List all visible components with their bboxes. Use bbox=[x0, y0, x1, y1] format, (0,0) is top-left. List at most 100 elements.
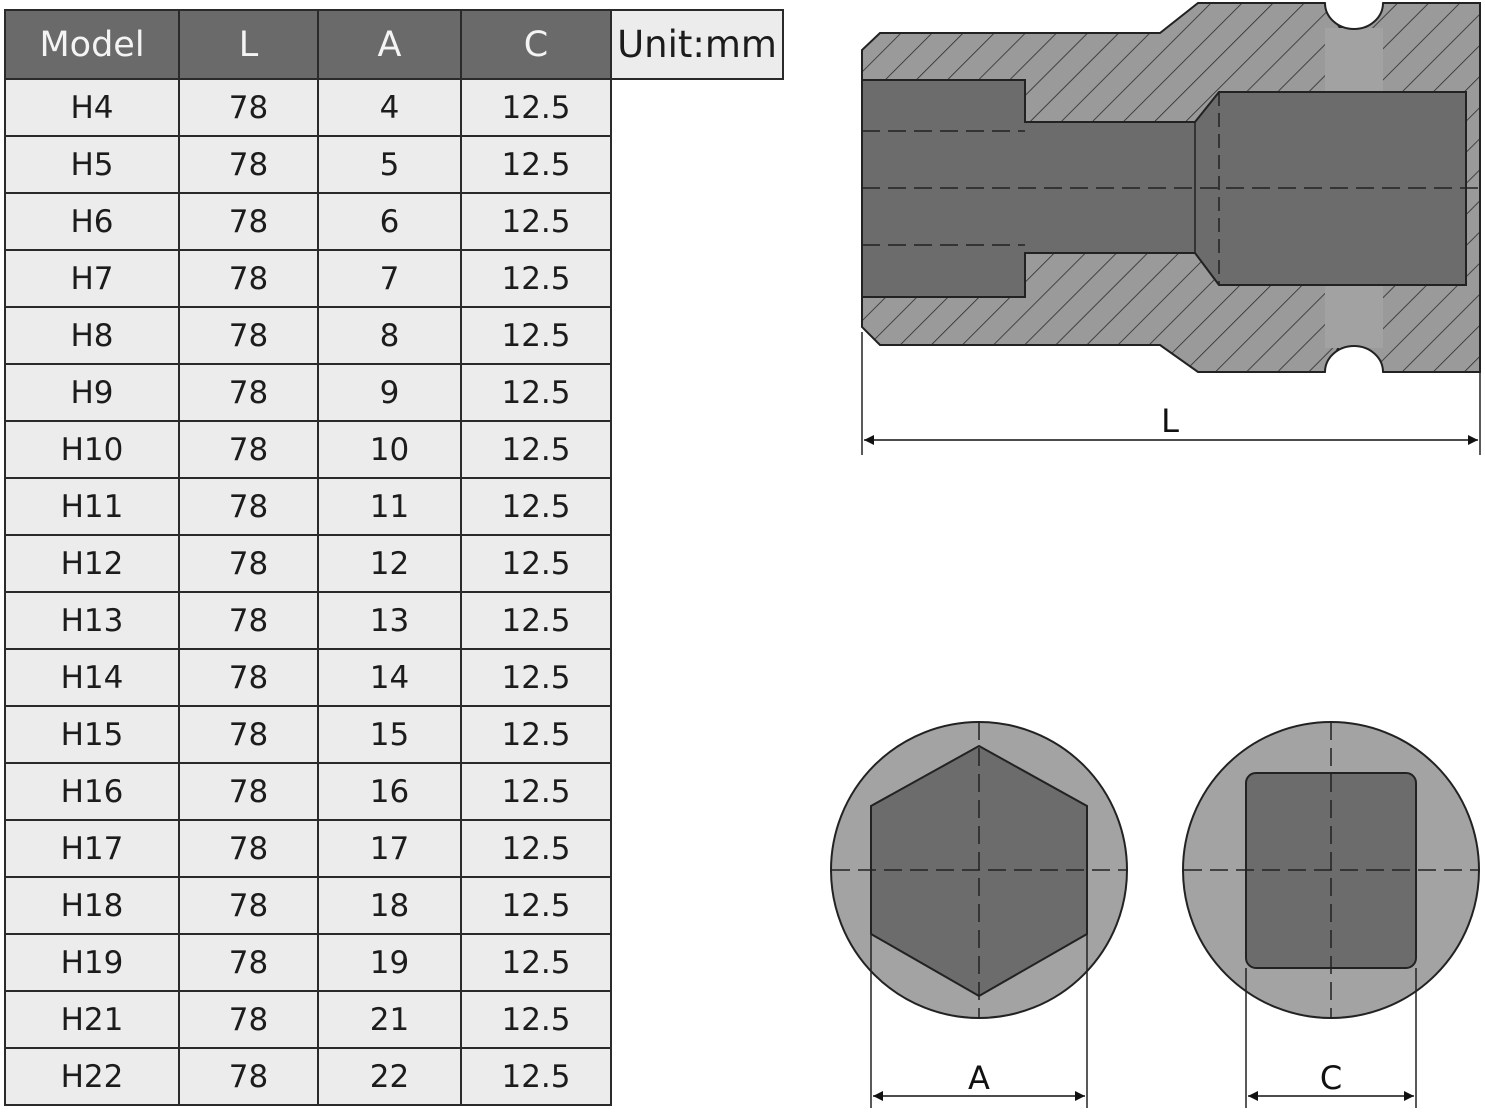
cell-l: 78 bbox=[178, 762, 319, 821]
dimension-a: A bbox=[870, 934, 1088, 1108]
cell-model: H10 bbox=[4, 420, 180, 479]
cell-model: H19 bbox=[4, 933, 180, 992]
groove-top-notch bbox=[1324, 2, 1384, 30]
cell-l: 78 bbox=[178, 192, 319, 251]
cell-c: 12.5 bbox=[460, 648, 612, 707]
label-l: L bbox=[1161, 402, 1179, 440]
dimension-c: C bbox=[1245, 968, 1417, 1108]
cell-a: 19 bbox=[317, 933, 462, 992]
cell-model: H14 bbox=[4, 648, 180, 707]
header-a: A bbox=[317, 9, 462, 80]
cell-l: 78 bbox=[178, 477, 319, 536]
cell-model: H4 bbox=[4, 78, 180, 137]
cell-a: 16 bbox=[317, 762, 462, 821]
cell-a: 8 bbox=[317, 306, 462, 365]
cell-c: 12.5 bbox=[460, 1047, 612, 1106]
cell-l: 78 bbox=[178, 135, 319, 194]
header-model: Model bbox=[4, 9, 180, 80]
label-c: C bbox=[1320, 1059, 1342, 1097]
cell-model: H12 bbox=[4, 534, 180, 593]
cell-c: 12.5 bbox=[460, 819, 612, 878]
cell-c: 12.5 bbox=[460, 78, 612, 137]
header-c: C bbox=[460, 9, 612, 80]
cell-l: 78 bbox=[178, 933, 319, 992]
cell-l: 78 bbox=[178, 78, 319, 137]
cell-a: 10 bbox=[317, 420, 462, 479]
cell-model: H16 bbox=[4, 762, 180, 821]
cell-a: 9 bbox=[317, 363, 462, 422]
cell-l: 78 bbox=[178, 990, 319, 1049]
cell-c: 12.5 bbox=[460, 477, 612, 536]
cell-model: H6 bbox=[4, 192, 180, 251]
label-a: A bbox=[968, 1059, 990, 1097]
cell-a: 11 bbox=[317, 477, 462, 536]
dimension-l: L bbox=[861, 332, 1481, 455]
cell-a: 15 bbox=[317, 705, 462, 764]
cell-l: 78 bbox=[178, 819, 319, 878]
cell-a: 12 bbox=[317, 534, 462, 593]
cell-a: 22 bbox=[317, 1047, 462, 1106]
cell-l: 78 bbox=[178, 249, 319, 308]
cell-l: 78 bbox=[178, 876, 319, 935]
cell-c: 12.5 bbox=[460, 876, 612, 935]
cell-model: H5 bbox=[4, 135, 180, 194]
cell-model: H21 bbox=[4, 990, 180, 1049]
cell-model: H8 bbox=[4, 306, 180, 365]
cell-model: H13 bbox=[4, 591, 180, 650]
cell-a: 6 bbox=[317, 192, 462, 251]
cell-model: H11 bbox=[4, 477, 180, 536]
cell-l: 78 bbox=[178, 705, 319, 764]
header-l: L bbox=[178, 9, 319, 80]
square-end-view bbox=[1182, 721, 1480, 1019]
cell-c: 12.5 bbox=[460, 762, 612, 821]
cell-a: 17 bbox=[317, 819, 462, 878]
cell-a: 18 bbox=[317, 876, 462, 935]
cell-model: H22 bbox=[4, 1047, 180, 1106]
cell-c: 12.5 bbox=[460, 420, 612, 479]
cell-l: 78 bbox=[178, 363, 319, 422]
unit-note: Unit:mm bbox=[610, 9, 784, 80]
cell-c: 12.5 bbox=[460, 534, 612, 593]
socket-side-section bbox=[861, 1, 1481, 373]
cell-c: 12.5 bbox=[460, 990, 612, 1049]
hex-end-view bbox=[830, 721, 1128, 1019]
cell-l: 78 bbox=[178, 648, 319, 707]
cell-c: 12.5 bbox=[460, 933, 612, 992]
cell-a: 4 bbox=[317, 78, 462, 137]
groove-bottom-notch bbox=[1324, 345, 1384, 373]
cell-c: 12.5 bbox=[460, 192, 612, 251]
cell-a: 7 bbox=[317, 249, 462, 308]
cell-c: 12.5 bbox=[460, 306, 612, 365]
cell-c: 12.5 bbox=[460, 363, 612, 422]
cell-a: 5 bbox=[317, 135, 462, 194]
cell-c: 12.5 bbox=[460, 135, 612, 194]
cell-model: H9 bbox=[4, 363, 180, 422]
cell-l: 78 bbox=[178, 306, 319, 365]
cell-l: 78 bbox=[178, 1047, 319, 1106]
cell-model: H18 bbox=[4, 876, 180, 935]
cell-l: 78 bbox=[178, 534, 319, 593]
cell-a: 14 bbox=[317, 648, 462, 707]
cell-l: 78 bbox=[178, 420, 319, 479]
cell-l: 78 bbox=[178, 591, 319, 650]
cell-c: 12.5 bbox=[460, 705, 612, 764]
cell-c: 12.5 bbox=[460, 249, 612, 308]
cell-a: 13 bbox=[317, 591, 462, 650]
